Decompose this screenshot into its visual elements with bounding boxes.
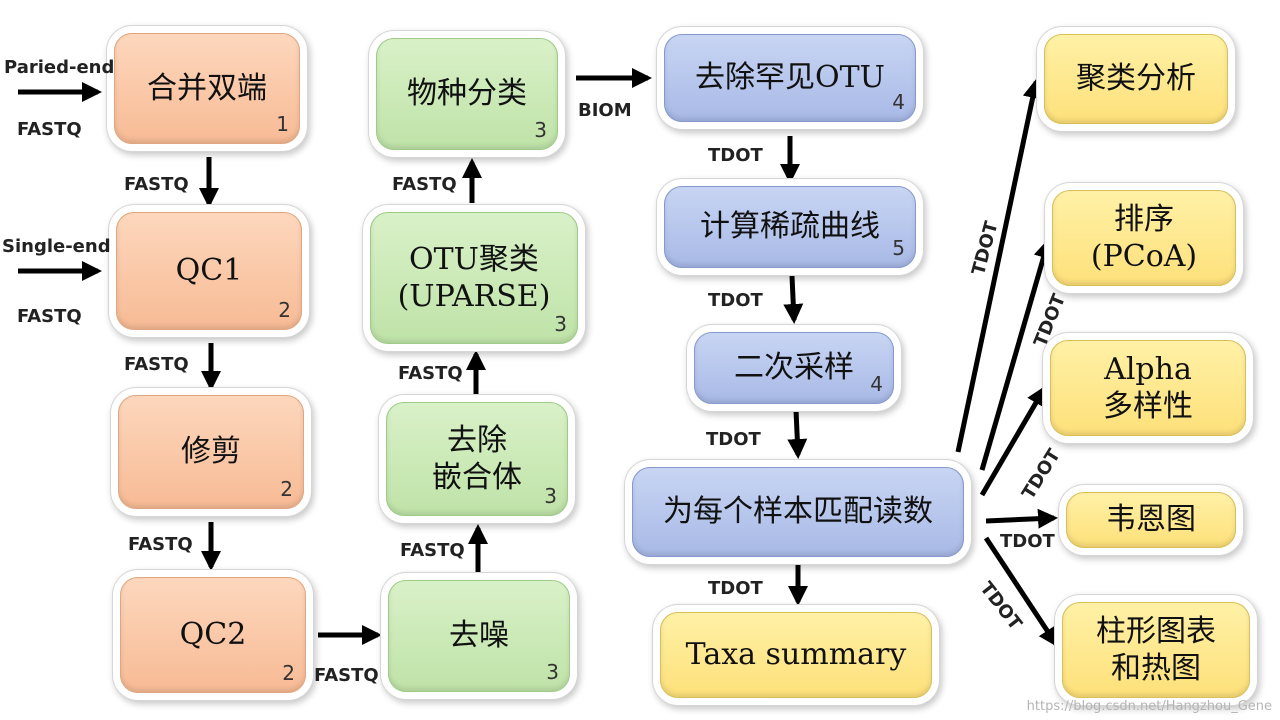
chimera-box: 去除 嵌合体 3 [386, 402, 568, 516]
qc1-step: 2 [278, 298, 291, 322]
chimera-label: 去除 嵌合体 [432, 422, 522, 496]
arrow-count-pcoa [979, 238, 1054, 471]
fastq-label-trim-qc2: FASTQ [128, 534, 193, 555]
trim-label: 修剪 [181, 434, 241, 470]
tdot-label-subsample-count: TDOT [706, 429, 761, 450]
alpha-diversity-box: Alpha 多样性 [1050, 340, 1246, 436]
qc2-box: QC2 2 [120, 577, 306, 693]
otu-cluster-box: OTU聚类 (UPARSE) 3 [370, 212, 578, 344]
taxonomy-step: 3 [534, 118, 547, 142]
otu-cluster-label: OTU聚类 (UPARSE) [397, 241, 551, 315]
watermark: https://blog.csdn.net/Hangzhou_Gene [1026, 699, 1272, 714]
taxa-summary-label: Taxa summary [685, 637, 907, 673]
tdot-label-count-taxa: TDOT [708, 578, 763, 599]
merge-paired-label: 合并双端 [147, 70, 267, 106]
fastq-input2-label: FASTQ [17, 306, 82, 327]
fastq-label-denoise-chimera: FASTQ [400, 540, 465, 561]
alpha-diversity-label: Alpha 多样性 [1103, 351, 1193, 425]
cluster-analysis-label: 聚类分析 [1076, 61, 1196, 97]
taxa-summary-box: Taxa summary [660, 612, 932, 698]
tdot-label-curve-subsample: TDOT [708, 290, 763, 311]
subsample-step: 4 [870, 372, 883, 396]
pcoa-label: 排序 (PCoA) [1090, 201, 1198, 275]
trim-box: 修剪 2 [118, 395, 304, 509]
bar-heatmap-label: 柱形图表 和热图 [1096, 613, 1216, 687]
arrow-count-venn [985, 508, 1058, 529]
denoise-label: 去噪 [449, 618, 509, 654]
arrow-count-bar [983, 536, 1059, 648]
subsample-label: 二次采样 [734, 350, 854, 386]
cluster-analysis-box: 聚类分析 [1044, 34, 1228, 124]
bar-heatmap-box: 柱形图表 和热图 [1062, 602, 1250, 698]
fastq-label-qc1-trim: FASTQ [124, 354, 189, 375]
denoise-box: 去噪 3 [388, 580, 570, 692]
fastq-label-otu-taxon: FASTQ [392, 174, 457, 195]
otu-cluster-step: 3 [554, 312, 567, 336]
subsample-box: 二次采样 4 [694, 332, 894, 404]
arrow-subsample-count [787, 409, 808, 459]
merge-paired-step: 1 [276, 112, 289, 136]
arrow-count-cluster [955, 78, 1043, 453]
venn-label: 韦恩图 [1106, 502, 1196, 538]
arrow-curve-subsample [783, 275, 804, 324]
qc1-box: QC1 2 [116, 212, 302, 330]
fastq-input1-label: FASTQ [17, 119, 82, 140]
rarefaction-label: 计算稀疏曲线 [700, 209, 880, 245]
qc2-step: 2 [282, 661, 295, 685]
pcoa-box: 排序 (PCoA) [1052, 190, 1236, 286]
qc1-label: QC1 [175, 253, 243, 289]
chimera-step: 3 [544, 484, 557, 508]
taxonomy-label: 物种分类 [407, 76, 527, 112]
paired-end-label: Paried-end [4, 57, 115, 78]
rarefaction-box: 计算稀疏曲线 5 [664, 186, 916, 268]
merge-paired-box: 合并双端 1 [114, 33, 300, 144]
remove-rare-otu-step: 4 [892, 90, 905, 114]
fastq-label-merge-qc1: FASTQ [124, 174, 189, 195]
arrow-count-alpha [979, 385, 1047, 497]
fastq-label-qc2-denoise: FASTQ [314, 665, 379, 686]
fastq-label-chimera-otu: FASTQ [398, 363, 463, 384]
count-reads-box: 为每个样本匹配读数 [632, 467, 964, 557]
taxonomy-box: 物种分类 3 [376, 38, 558, 150]
venn-box: 韦恩图 [1066, 492, 1236, 548]
tdot-label-rare-curve: TDOT [708, 145, 763, 166]
trim-step: 2 [280, 477, 293, 501]
remove-rare-otu-box: 去除罕见OTU 4 [664, 34, 916, 122]
rarefaction-step: 5 [892, 236, 905, 260]
remove-rare-otu-label: 去除罕见OTU [695, 60, 885, 96]
qc2-label: QC2 [179, 617, 247, 653]
denoise-step: 3 [546, 660, 559, 684]
single-end-label: Single-end [2, 236, 111, 257]
biom-label: BIOM [578, 100, 632, 121]
count-reads-label: 为每个样本匹配读数 [663, 494, 933, 530]
tdot-label-venn: TDOT [1000, 531, 1055, 552]
